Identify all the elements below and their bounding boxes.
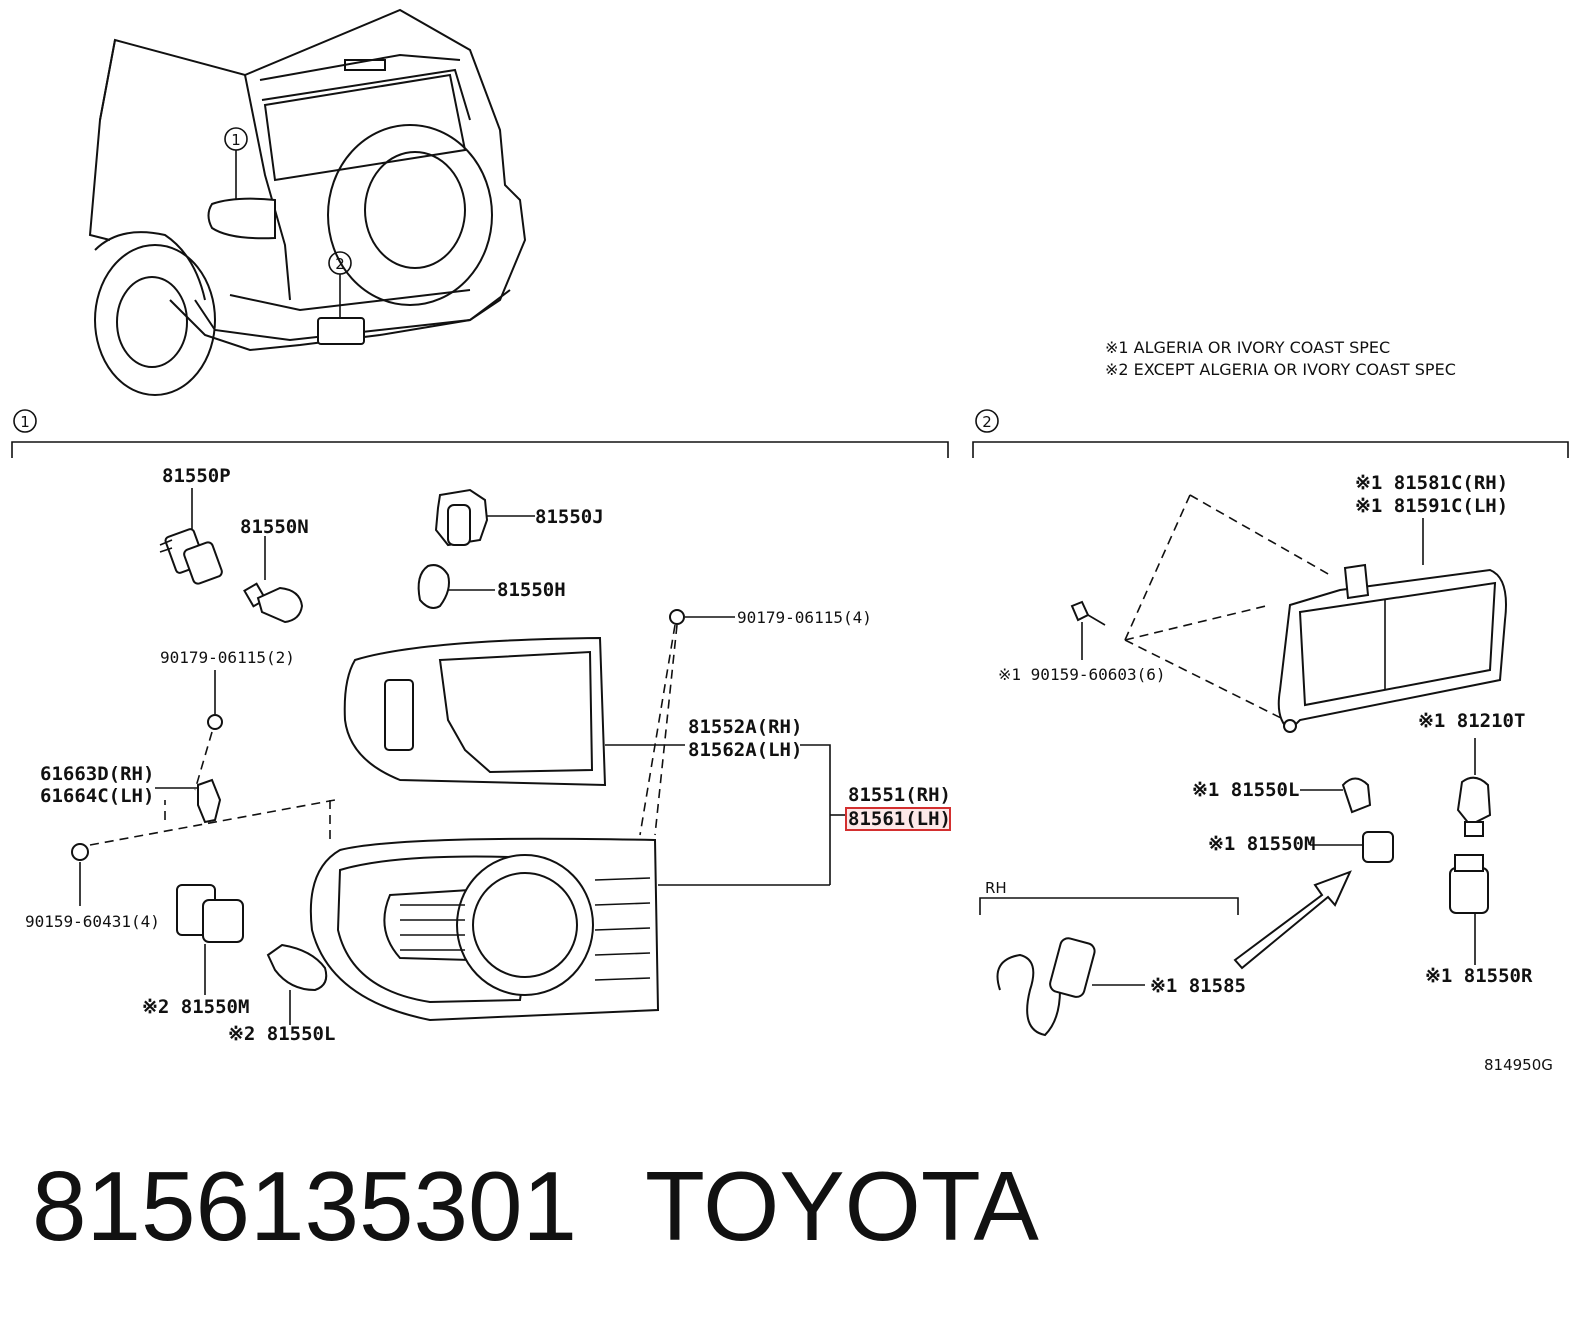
svg-text:2: 2	[982, 413, 992, 431]
note-spec-1: ※1 ALGERIA OR IVORY COAST SPEC	[1105, 338, 1390, 357]
svg-text:1: 1	[231, 131, 241, 149]
vehicle-rear-illustration	[88, 8, 527, 396]
screw-90159-60603	[1070, 600, 1106, 660]
bulb-81550N	[243, 536, 304, 624]
screw-90179-b	[639, 609, 735, 836]
callout-1-top: 1	[224, 127, 248, 151]
label-90159-60603: ※1 90159-60603(6)	[998, 665, 1166, 684]
callout-2-top: 2	[328, 251, 352, 275]
label-81561: 81561(LH)	[848, 808, 951, 830]
label-rh: RH	[985, 879, 1007, 897]
bulb-81550L-s2	[1300, 777, 1372, 814]
label-81550L-s1: ※2 81550L	[228, 1023, 335, 1045]
label-81581C: ※1 81581C(RH)	[1355, 472, 1508, 494]
svg-text:1: 1	[20, 413, 30, 431]
label-81550R: ※1 81550R	[1425, 965, 1533, 987]
screw-90179-a	[194, 670, 223, 791]
socket-81550J	[434, 488, 535, 547]
label-81551: 81551(RH)	[848, 784, 951, 806]
lamp-grille	[400, 877, 651, 981]
label-81550H: 81550H	[497, 579, 566, 601]
label-81550L-s2: ※1 81550L	[1192, 779, 1299, 801]
diagram-code: 814950G	[1484, 1056, 1553, 1074]
label-81550M-s1: ※2 81550M	[142, 996, 249, 1018]
label-81210T: ※1 81210T	[1418, 710, 1525, 732]
section-1-header: 1	[11, 409, 949, 458]
label-81550P: 81550P	[162, 465, 231, 487]
brand-name: TOYOTA	[645, 1151, 1040, 1261]
label-81591C: ※1 81591C(LH)	[1355, 495, 1508, 517]
bulb-81210T	[1456, 738, 1492, 837]
label-90179-06115-4: 90179-06115(4)	[737, 608, 872, 627]
label-81562A: 81562A(LH)	[688, 739, 802, 761]
screw-90159-60431	[71, 843, 89, 906]
label-61663D: 61663D(RH)	[40, 763, 154, 785]
socket-81550M-s1	[176, 884, 244, 995]
bulb-81550L-s1	[266, 943, 328, 1025]
note-spec-2: ※2 EXCEPT ALGERIA OR IVORY COAST SPEC	[1105, 360, 1456, 379]
clip-61663D	[155, 778, 222, 824]
label-81550M-s2: ※1 81550M	[1208, 833, 1315, 855]
label-81550N: 81550N	[240, 516, 309, 538]
part-number: 8156135301	[32, 1151, 577, 1261]
label-81550J: 81550J	[535, 506, 604, 528]
label-81585: ※1 81585	[1150, 975, 1246, 997]
license-lamp-81581C	[1124, 494, 1507, 733]
bulb-81550H	[417, 564, 495, 609]
socket-81550P	[159, 488, 223, 585]
lens-81552A	[343, 636, 685, 787]
socket-81550R	[1449, 854, 1489, 965]
label-61664C: 61664C(LH)	[40, 785, 154, 807]
label-81552A: 81552A(RH)	[688, 716, 802, 738]
label-90179-06115-2: 90179-06115(2)	[160, 648, 295, 667]
lamp-81561	[309, 744, 845, 1022]
label-90159-60431: 90159-60431(4)	[25, 912, 160, 931]
rh-subgroup	[979, 870, 1352, 1037]
section-2-header: 2	[972, 409, 1569, 458]
svg-text:2: 2	[335, 255, 345, 273]
socket-81550M-s2	[1310, 831, 1394, 863]
label-81561-highlight: 81561(LH)	[845, 807, 951, 831]
